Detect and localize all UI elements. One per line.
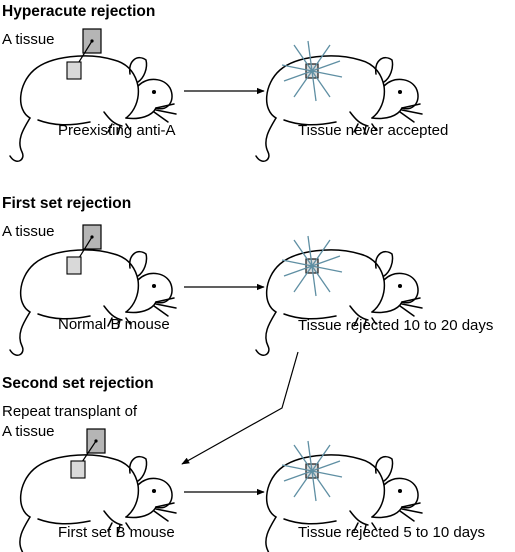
panel-2-donor-label: A tissue xyxy=(2,223,55,240)
panel-1-result-mouse xyxy=(255,55,423,162)
panel-2-result-mouse xyxy=(255,249,423,356)
panel-1-heading: Hyperacute rejection xyxy=(2,3,155,20)
second-exposure-arrow xyxy=(181,351,299,465)
panel-2-heading: First set rejection xyxy=(2,195,131,212)
panel-2-grafted-tissue xyxy=(66,256,82,275)
panel-1-donor-label: A tissue xyxy=(2,31,55,48)
panel-3-donor-label-line-1: Repeat transplant of xyxy=(2,403,138,420)
panel-2-result-label: Tissue rejected 10 to 20 days xyxy=(298,317,493,334)
panel-3-mouse-label: First set B mouse xyxy=(58,524,175,541)
panel-2-mouse-label: Normal B mouse xyxy=(58,316,170,333)
panel-1-result-label: Tissue never accepted xyxy=(298,122,448,139)
panel-1-recipient-mouse xyxy=(9,55,177,162)
panel-1-mouse-label: Preexisting anti-A xyxy=(58,122,176,139)
panel-1-grafted-tissue xyxy=(66,61,82,80)
panel-3-heading: Second set rejection xyxy=(2,375,154,392)
panel-1-rejection-lines xyxy=(281,40,343,102)
panel-3-rejection-lines xyxy=(281,440,343,502)
panel-3-donor-label-line-2: A tissue xyxy=(2,423,55,440)
panel-3-result-label: Tissue rejected 5 to 10 days xyxy=(298,524,485,541)
panel-2-recipient-mouse xyxy=(9,249,177,356)
panel-3-grafted-tissue xyxy=(70,460,86,479)
panel-2-rejection-lines xyxy=(281,235,343,297)
